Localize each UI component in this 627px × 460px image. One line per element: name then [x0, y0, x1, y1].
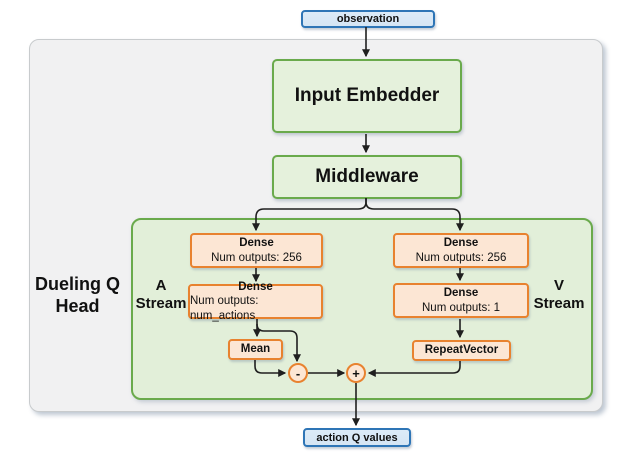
- dense-a1-node: Dense Num outputs: 256: [190, 233, 323, 268]
- action-q-values-node: action Q values: [303, 428, 411, 447]
- dense-v1-node: Dense Num outputs: 256: [393, 233, 529, 268]
- dueling-q-head-label: Dueling Q Head: [35, 274, 120, 316]
- input-embedder-node: Input Embedder: [272, 59, 462, 133]
- middleware-node: Middleware: [272, 155, 462, 199]
- repeat-vector-node: RepeatVector: [412, 340, 511, 361]
- mean-node: Mean: [228, 339, 283, 360]
- add-operator-circle: +: [346, 363, 366, 383]
- a-stream-label: A Stream: [135, 277, 187, 312]
- subtract-operator-circle: -: [288, 363, 308, 383]
- dense-v2-node: Dense Num outputs: 1: [393, 283, 529, 318]
- dense-a2-node: Dense Num outputs: num_actions: [188, 281, 323, 322]
- observation-node: observation: [301, 10, 435, 28]
- v-stream-label: V Stream: [533, 277, 585, 312]
